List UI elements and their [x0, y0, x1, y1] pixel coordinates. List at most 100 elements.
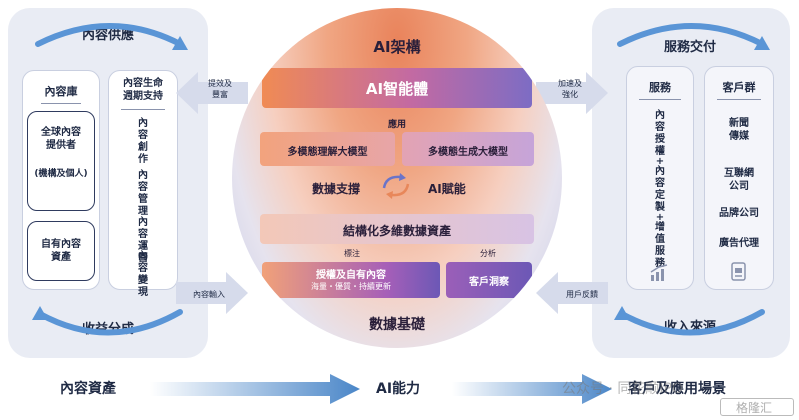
structured-data-label: 結構化多維數據資產 [342, 224, 451, 238]
content-assets-label: 內容資產 [60, 381, 116, 397]
service-char: 務 [655, 258, 665, 269]
step-char: 營 [138, 253, 148, 264]
document-icon [731, 262, 746, 281]
ai-architecture-title: AI架構 [373, 38, 421, 56]
user-feedback-arrow-icon [536, 272, 608, 314]
ai-empower-label: AI賦能 [428, 182, 466, 196]
step-char: 現 [138, 287, 148, 298]
step-char: 內 [138, 170, 148, 181]
feedback-label-line1: 提效及 [208, 79, 232, 88]
service-char: 容 [655, 122, 665, 133]
service-char: 內 [655, 110, 665, 121]
client-agency: 廣告代理 [719, 238, 759, 249]
content-input-arrow-icon [176, 272, 248, 314]
plus-sign: + [655, 156, 665, 167]
ai-agent-band [262, 68, 532, 108]
content-input-label: 內容輸入 [193, 290, 225, 299]
revenue-arrow-icon [32, 306, 183, 336]
global-provider-line1: 全球內容 [41, 127, 81, 138]
feedback-arrow-icon [176, 72, 248, 114]
lifecycle-title-line2: 週期支持 [123, 91, 163, 102]
bottom-arrow-1-icon [150, 374, 360, 404]
service-title: 服務 [649, 81, 671, 94]
own-content-box: 自有內容 資產 [27, 221, 95, 281]
client-brand: 品牌公司 [719, 208, 759, 219]
client-news-line1: 新聞 [729, 118, 749, 129]
service-char: 授 [655, 134, 665, 145]
feedback-label-line2: 豐富 [212, 90, 228, 99]
authorized-content-box [262, 262, 440, 298]
client-insight-box [446, 262, 532, 298]
service-char: 增 [655, 222, 665, 233]
step-char: 管 [138, 194, 148, 205]
income-arrow-icon [614, 306, 765, 336]
step-char: 變 [138, 275, 148, 286]
step-char: 理 [138, 206, 148, 217]
service-char: 值 [655, 234, 665, 245]
bottom-band [0, 364, 799, 420]
step-char: 運 [138, 241, 148, 252]
user-feedback-label: 用戶反饋 [566, 290, 598, 299]
client-insight-label: 客戶洞察 [469, 277, 509, 288]
content-supply-title: 內容供應 [81, 28, 134, 43]
bottom-arrow-2-icon [452, 374, 612, 404]
client-scene-label: 客戶及應用場景 [628, 381, 726, 397]
service-char: 容 [655, 178, 665, 189]
data-foundation-label: 數據基礎 [369, 317, 425, 333]
own-content-line1: 自有內容 [41, 239, 81, 250]
client-news-line2: 傳媒 [729, 131, 749, 142]
divider [639, 99, 681, 100]
step-char: 容 [138, 229, 148, 240]
service-char: 定 [655, 190, 665, 201]
step-char: 內 [138, 118, 148, 129]
service-char: 內 [655, 166, 665, 177]
label-tag: 標注 [344, 249, 360, 258]
understanding-model-label: 多模態理解大模型 [287, 147, 368, 158]
client-title: 客戶群 [722, 81, 756, 94]
global-provider-line2: 提供者 [46, 140, 76, 151]
data-support-label: 數據支撐 [312, 182, 361, 196]
analysis-tag: 分析 [480, 249, 496, 258]
watermark-badge [720, 398, 794, 416]
accelerate-arrow-icon [536, 72, 608, 114]
service-delivery-title: 服務交付 [663, 40, 716, 55]
authorized-content-line1: 授權及自有內容 [316, 270, 386, 281]
lifecycle-column: 內容生命 週期支持 內 容 創 作 內 容 管 理 內 容 運 營 內 [108, 70, 178, 290]
step-char: 容 [138, 182, 148, 193]
service-column: 服務 內 容 授 權 + 內 容 定 製 + 增 值 服 務 [626, 66, 694, 290]
apply-label: 應用 [387, 120, 406, 130]
step-char: 內 [138, 251, 148, 262]
accelerate-label-line2: 強化 [562, 90, 578, 99]
chart-icon [650, 264, 668, 281]
service-char: 製 [655, 202, 665, 213]
global-provider-box: 全球內容 提供者 (機構及個人) [27, 111, 95, 211]
step-char: 作 [138, 154, 148, 165]
ai-agent-label: AI智能體 [365, 80, 429, 98]
watermark-brand: 格隆汇 [736, 401, 773, 415]
content-library-column: 內容庫 全球內容 提供者 (機構及個人) 自有內容 資產 [22, 70, 100, 290]
watermark-text: 公众号 · 同花顺IPO [562, 381, 683, 397]
divider [121, 109, 165, 110]
cycle-icon [382, 173, 410, 199]
ai-architecture-globe: AI架構 AI智能體 應用 多模態理解大模型 多模態生成大模型 數據支撐 AI賦… [232, 8, 562, 348]
own-content-line2: 資產 [51, 252, 71, 263]
service-char: 權 [655, 146, 665, 157]
understanding-model-box [260, 132, 395, 166]
step-char: 容 [138, 130, 148, 141]
lifecycle-title-line1: 內容生命 [123, 78, 163, 89]
service-char: 服 [655, 246, 665, 257]
delivery-arrow-icon [617, 23, 770, 50]
plus-sign: + [655, 212, 665, 223]
step-char: 容 [138, 263, 148, 274]
divider [717, 99, 761, 100]
ai-capability-label: AI能力 [376, 381, 421, 397]
generation-model-label: 多模態生成大模型 [428, 147, 508, 158]
generation-model-box [402, 132, 534, 166]
client-internet-line2: 公司 [729, 181, 749, 192]
supply-arrow-icon [35, 23, 188, 50]
step-char: 內 [138, 217, 148, 228]
accelerate-label-line1: 加速及 [558, 79, 582, 88]
client-internet-line1: 互聯網 [724, 168, 754, 179]
step-char: 創 [138, 142, 148, 153]
structured-data-band [260, 214, 534, 244]
